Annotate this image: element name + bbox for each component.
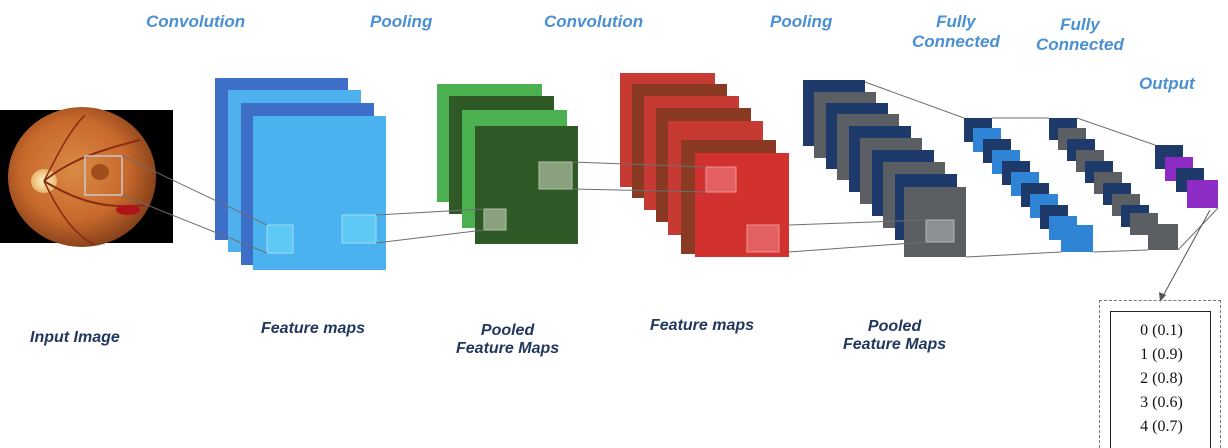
output-value: 1 (0.9) [1111,346,1212,364]
receptive-field-box [267,225,293,253]
label-pooled-feature-maps-2-line-2: Feature Maps [843,336,946,354]
label-fully-connected-2-line-2: Connected [1036,35,1124,55]
receptive-field-box [706,167,736,192]
label-convolution-2: Convolution [544,12,643,32]
label-fully-connected-2-line-1: Fully [1036,15,1124,35]
pool2-feature-maps [803,80,966,257]
label-pooled-feature-maps-1-line-2: Feature Maps [456,340,559,358]
conv1-feature-maps [215,78,386,270]
arrow-shaft [1163,210,1210,296]
neuron [1061,225,1093,252]
macula [91,164,109,180]
pool1-feature-maps [437,84,578,244]
retina [8,107,156,247]
receptive-field-box [342,215,376,243]
output-value: 0 (0.1) [1111,322,1212,340]
output-value: 4 (0.7) [1111,418,1212,436]
label-pooling-1: Pooling [370,12,432,32]
label-pooled-feature-maps-2: Pooled Feature Maps [843,318,946,355]
output-value: 3 (0.6) [1111,394,1212,412]
label-fully-connected-2: Fully Connected [1036,15,1124,54]
label-convolution-1: Convolution [146,12,245,32]
output-layer [1155,145,1218,208]
neuron [1148,224,1178,250]
output-value: 2 (0.8) [1111,370,1212,388]
connection-line [1178,208,1218,250]
label-pooled-feature-maps-1-line-1: Pooled [456,322,559,340]
label-pooling-2: Pooling [770,12,832,32]
connection-line [1093,250,1148,252]
output-arrow [1159,210,1210,302]
input-image [0,107,173,247]
receptive-field-box [539,162,572,189]
label-feature-maps-2: Feature maps [650,317,754,335]
label-output: Output [1139,74,1195,94]
label-feature-maps-1: Feature maps [261,320,365,338]
label-fully-connected-1-line-1: Fully [912,12,1000,32]
label-fully-connected-1: Fully Connected [912,12,1000,51]
connection-line [966,252,1061,257]
receptive-field-box [484,209,506,230]
label-pooled-feature-maps-2-line-1: Pooled [843,318,946,336]
receptive-field-box [926,220,954,242]
hemorrhage [116,205,140,215]
label-pooled-feature-maps-1: Pooled Feature Maps [456,322,559,359]
label-fully-connected-1-line-2: Connected [912,32,1000,52]
connection-line [376,230,484,243]
label-input-image: Input Image [30,329,120,347]
receptive-field-box [747,225,779,252]
output-neuron [1187,180,1218,208]
output-box: 0 (0.1) 1 (0.9) 2 (0.8) 3 (0.6) 4 (0.7) [1110,311,1211,448]
